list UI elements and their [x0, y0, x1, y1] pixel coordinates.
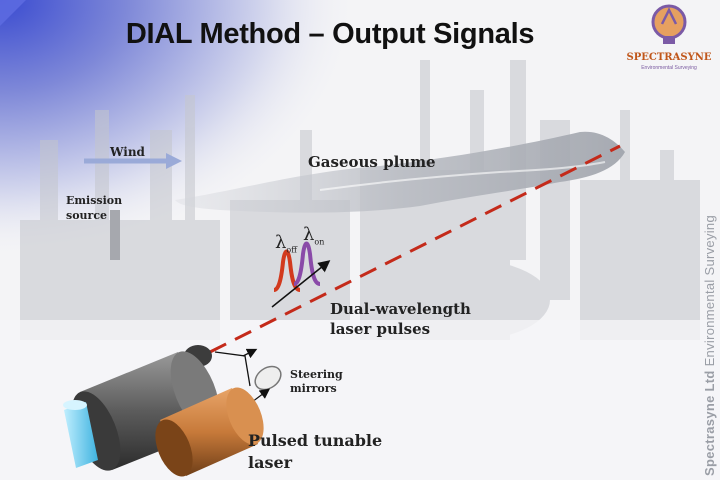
lambda-off-label: λoff [275, 232, 297, 255]
lightbulb-logo-icon [651, 4, 687, 44]
lambda-off-symbol: λ [275, 232, 287, 253]
lambda-on-label: λon [303, 224, 324, 247]
wind-label: Wind [110, 145, 145, 159]
emission-source-label-line2: source [66, 209, 108, 222]
company-name: Spectrasyne Ltd [702, 370, 717, 476]
vertical-company-text: Spectrasyne Ltd Environmental Surveying [702, 215, 717, 476]
emission-source-label-line1: Emission [66, 194, 123, 207]
logo-tagline: Environmental Surveying [641, 65, 697, 71]
spectrasyne-logo: SPECTRASYNE Environmental Surveying [624, 2, 714, 86]
gaseous-plume-label: Gaseous plume [308, 153, 436, 171]
beam-path-arrows [214, 351, 251, 387]
pulsed-laser-icon [63, 351, 264, 477]
dual-wavelength-label-line2: laser pulses [330, 320, 431, 338]
lambda-on-symbol: λ [303, 224, 315, 245]
dual-wavelength-pulses-icon [271, 241, 331, 308]
lambda-off-subscript: off [286, 245, 297, 255]
corner-triangle [0, 0, 26, 26]
dual-wavelength-label-line1: Dual-wavelength [330, 300, 471, 318]
pulsed-laser-label-line2: laser [248, 453, 293, 472]
logo-wordmark: SPECTRASYNE [626, 52, 712, 63]
company-service: Environmental Surveying [702, 215, 717, 367]
steering-mirrors-label-line1: Steering [290, 368, 343, 381]
laser-beam [209, 144, 621, 354]
steering-mirrors-label-line2: mirrors [290, 382, 337, 395]
wind-arrow-icon [84, 153, 182, 169]
lambda-on-subscript: on [314, 237, 325, 247]
emission-source-stack [110, 210, 120, 260]
slide-title: DIAL Method – Output Signals [125, 18, 535, 50]
steering-mirror-icon [254, 365, 282, 391]
pulsed-laser-label-line1: Pulsed tunable [248, 431, 383, 450]
gaseous-plume-shape [175, 131, 625, 213]
